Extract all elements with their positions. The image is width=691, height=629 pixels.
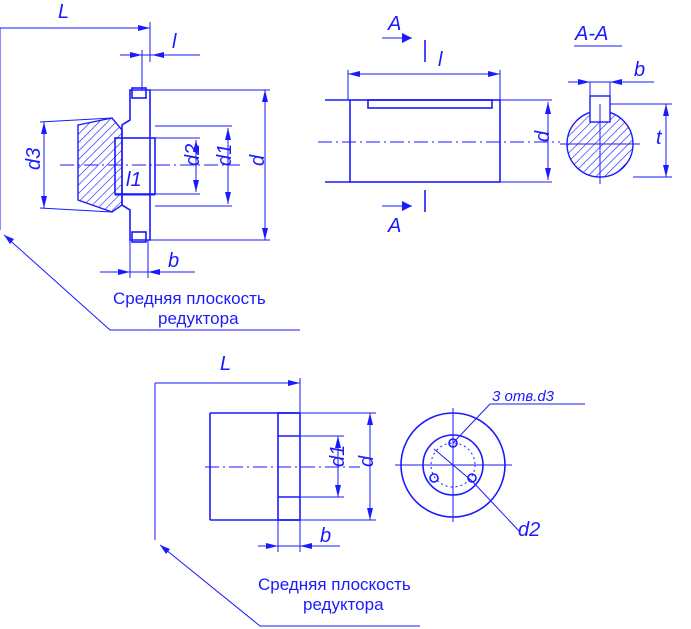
dim-l-label: l — [172, 31, 177, 53]
section-A-bottom: A — [387, 215, 401, 237]
section-A-top: A — [387, 13, 401, 35]
dim-L-label: L — [58, 1, 69, 23]
bolt-bottom — [131, 231, 147, 243]
caption-line2: редуктора — [158, 309, 239, 328]
leader-line-2 — [159, 544, 420, 627]
flange-shaft-view: L l d3 d2 d1 — [0, 1, 300, 331]
dim-L-label-2: L — [220, 353, 231, 375]
bottom-shaft-view: L d1 d b Средняя плоскость редуктора — [154, 353, 585, 627]
leader-line — [3, 234, 300, 331]
dim-l1-label: l1 — [126, 169, 142, 191]
bore — [114, 137, 156, 195]
dim-t-label: t — [656, 127, 663, 149]
dim-b-label: b — [168, 250, 179, 272]
shaft-body — [349, 99, 501, 183]
dim-d-label: d — [247, 154, 269, 166]
caption-line1-2: Средняя плоскость — [258, 575, 411, 594]
dim-l-label-2: l — [438, 49, 443, 71]
key — [367, 99, 493, 109]
dim-d1-label-2: d1 — [327, 445, 349, 467]
dim-b-label-3: b — [320, 525, 331, 547]
dim-d2-label: d2 — [182, 144, 204, 166]
dim-d2-label-2: d2 — [518, 519, 540, 541]
keyed-shaft-view: A l d A A-A b — [318, 13, 672, 237]
dim-d1-label: d1 — [214, 144, 236, 166]
dim-b-label-2: b — [634, 59, 645, 81]
holes-label: 3 отв.d3 — [492, 388, 555, 405]
flange-plate — [121, 89, 151, 241]
dim-d-label-2: d — [532, 130, 554, 142]
hole-2 — [429, 473, 439, 483]
dim-d-label-3: d — [356, 455, 378, 467]
dim-d3-label: d3 — [23, 148, 45, 170]
caption-line2-2: редуктора — [303, 595, 384, 614]
bolt-top — [131, 87, 147, 99]
caption-line1: Средняя плоскость — [113, 289, 266, 308]
hole-1 — [448, 438, 458, 448]
section-title: A-A — [574, 23, 608, 45]
